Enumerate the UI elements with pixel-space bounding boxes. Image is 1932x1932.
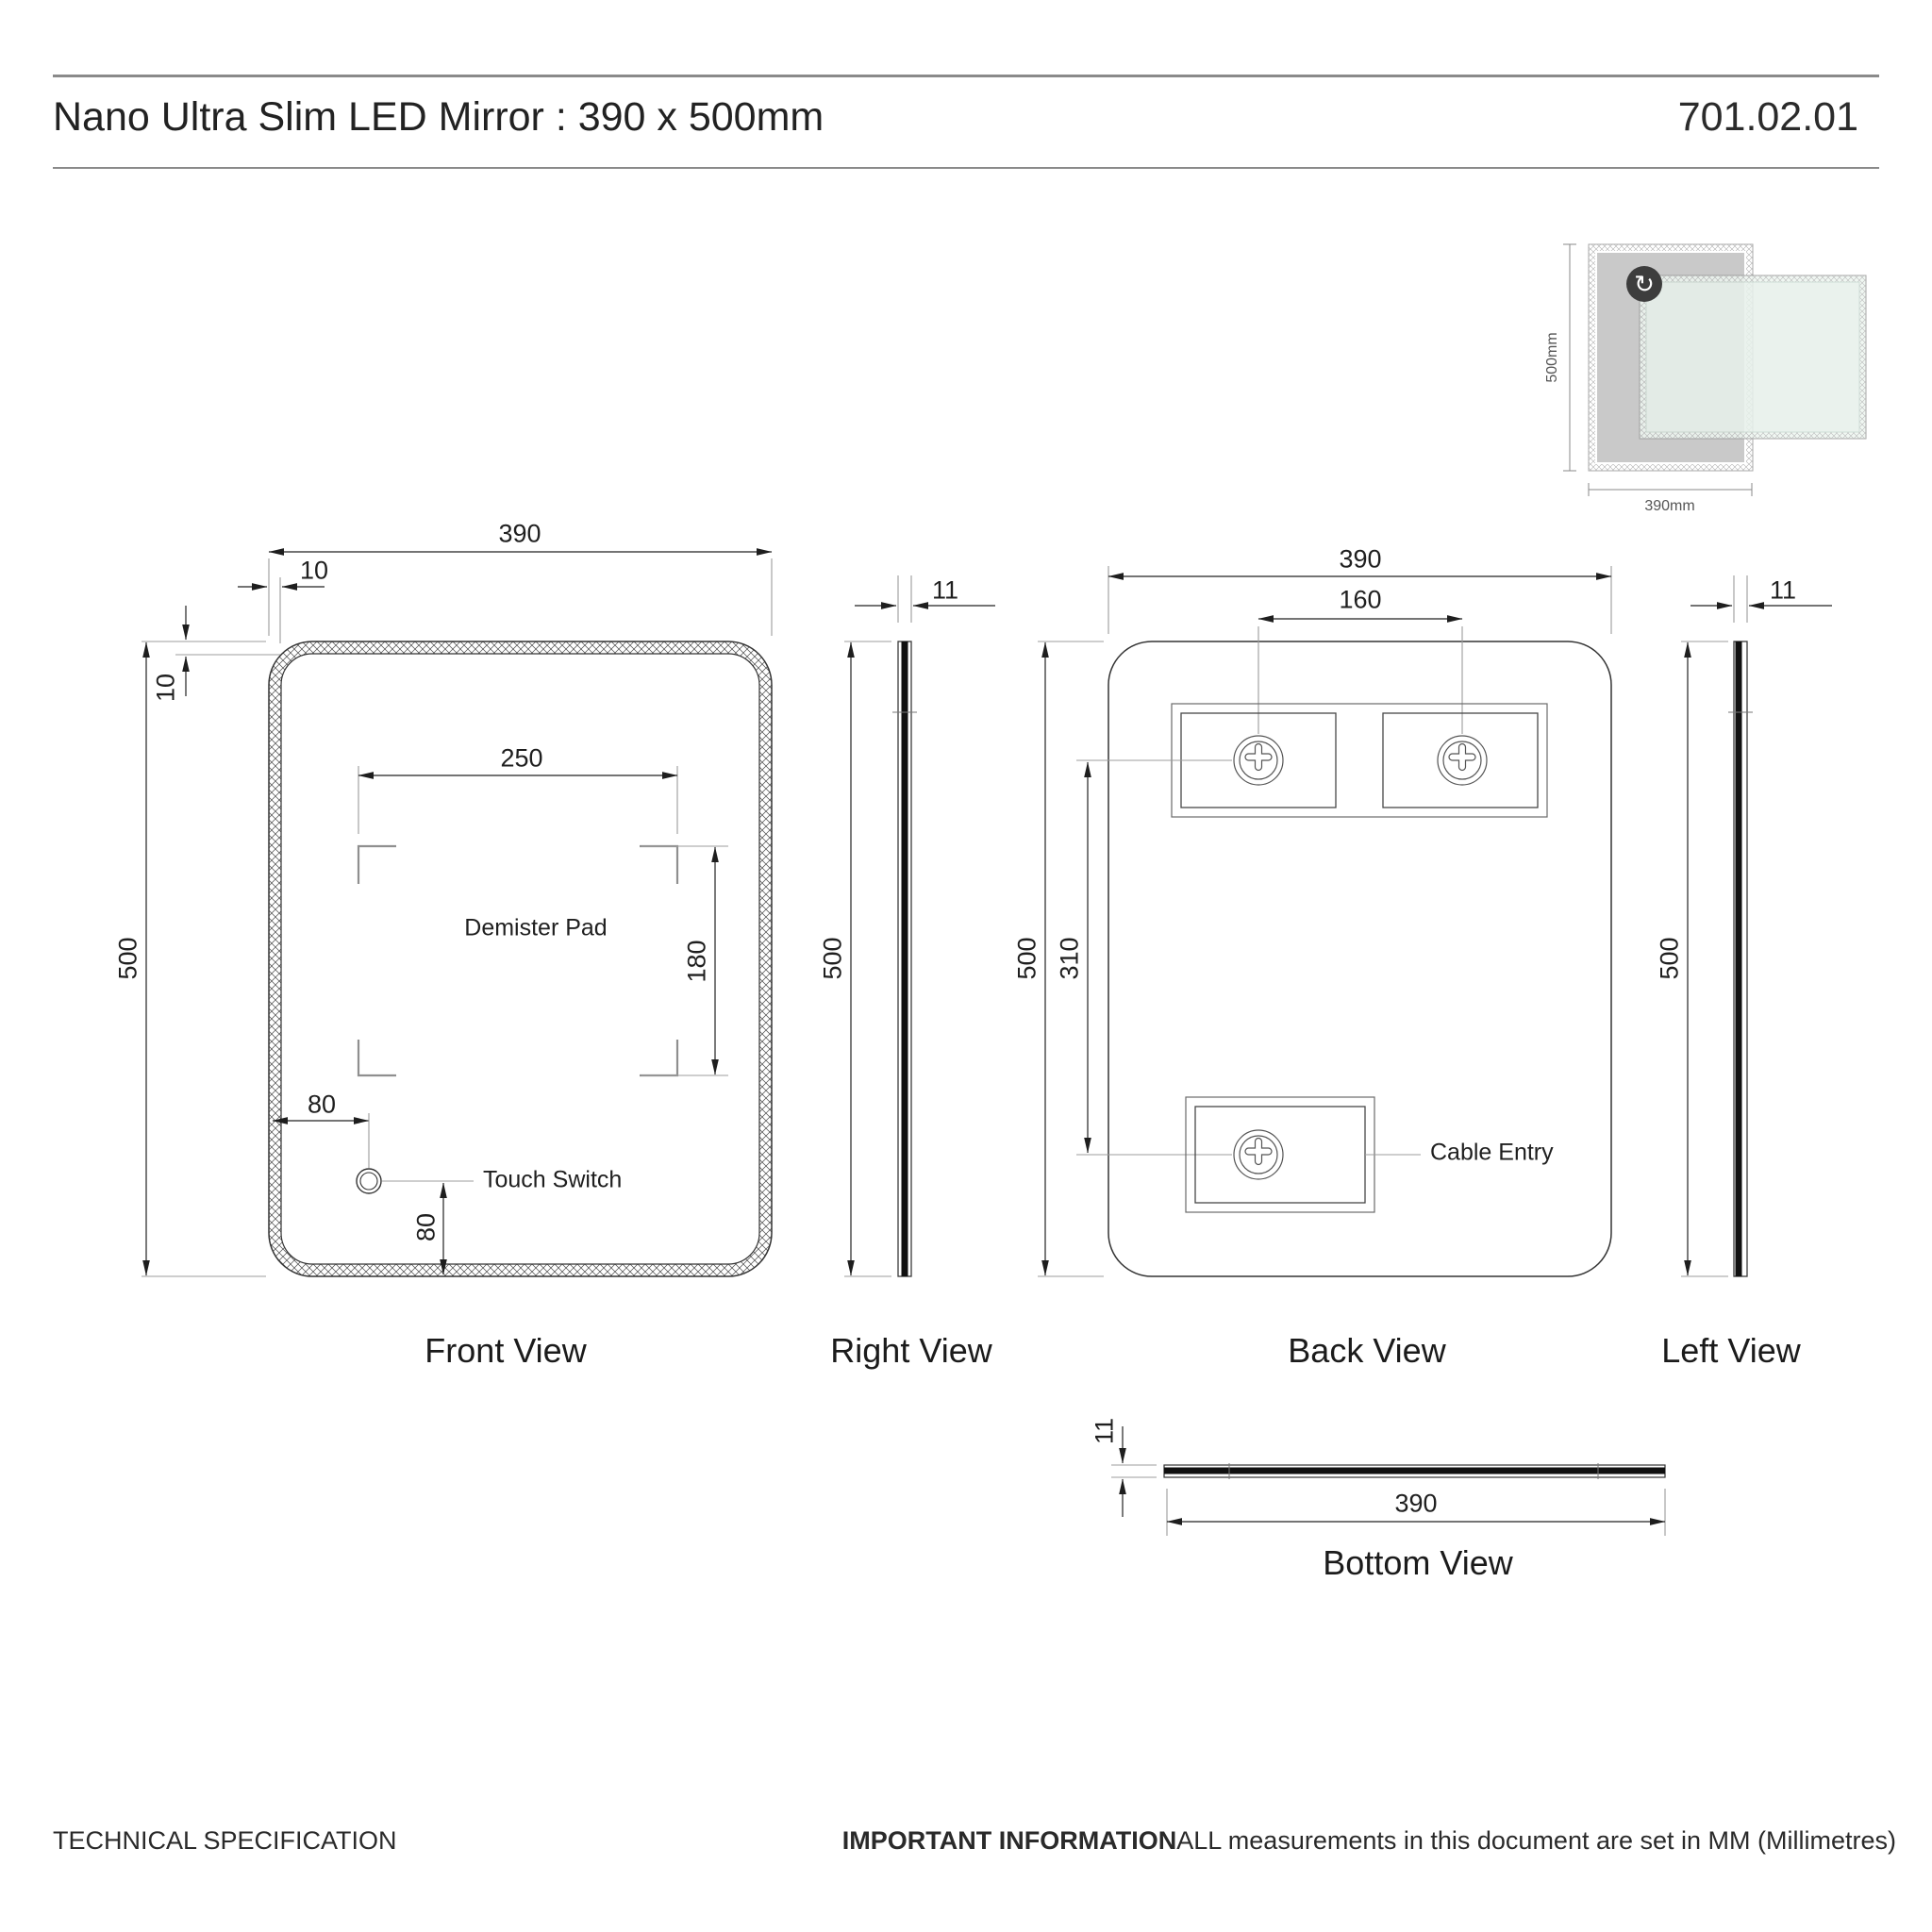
back-mirror-outline [1108,641,1612,1277]
footer-important-label: IMPORTANT INFORMATION [841,1826,1177,1855]
bottom-dim-width: 390 [1394,1489,1438,1518]
touch-switch-label: Touch Switch [483,1166,623,1193]
front-dim-frame-top: 10 [299,556,329,585]
back-dim-width: 390 [1339,544,1382,574]
screw-right [1437,735,1488,786]
back-dim-screw-drop: 310 [1055,937,1084,980]
thumbnail-mirror-rotated [1639,275,1867,440]
rotate-icon-glyph: ↻ [1634,270,1655,298]
back-dim-screw-spacing: 160 [1339,585,1382,614]
thumb-width-label: 390mm [1644,498,1695,514]
front-dim-switch-x: 80 [307,1090,337,1119]
left-view-drawing [1681,575,1832,1277]
rotate-icon: ↻ [1626,266,1662,302]
front-dim-pad-width: 250 [500,743,543,773]
right-dim-depth: 11 [931,575,959,605]
right-view-drawing [844,575,995,1277]
left-dim-height: 500 [1655,937,1684,980]
right-view-caption: Right View [830,1331,992,1370]
bottom-view-drawing [1111,1426,1666,1536]
back-dim-height: 500 [1012,937,1041,980]
product-code: 701.02.01 [1677,94,1858,140]
front-view-drawing [142,548,773,1277]
thumbnail-dim-lines [1563,243,1753,496]
front-dim-pad-height: 180 [682,940,711,983]
bottom-view-caption: Bottom View [1323,1543,1513,1582]
thumb-height-label: 500mm [1544,332,1560,383]
front-view-caption: Front View [425,1331,587,1370]
footer-measure-note: ALL measurements in this document are se… [1176,1826,1896,1855]
front-dim-width: 390 [498,519,541,548]
bottom-dim-depth: 11 [1090,1417,1119,1445]
front-dim-switch-y: 80 [411,1212,441,1242]
left-dim-depth: 11 [1769,575,1797,605]
screw-left [1233,735,1284,786]
header-top-rule [53,75,1879,77]
back-view-drawing [1038,566,1612,1277]
cable-entry-label: Cable Entry [1430,1139,1554,1166]
screw-cable [1233,1129,1284,1180]
left-view-caption: Left View [1661,1331,1801,1370]
right-dim-height: 500 [818,937,847,980]
footer-right-text: IMPORTANT INFORMATIONALL measurements in… [842,1826,1896,1856]
thumbnail-drawing [1563,243,1867,496]
page-title: Nano Ultra Slim LED Mirror : 390 x 500mm [53,94,824,140]
front-dim-height: 500 [113,937,142,980]
demister-pad-label: Demister Pad [464,914,608,941]
front-dim-frame-side: 10 [151,673,180,703]
footer-left-text: TECHNICAL SPECIFICATION [53,1826,397,1855]
header-bottom-rule [53,167,1879,169]
back-view-caption: Back View [1288,1331,1446,1370]
